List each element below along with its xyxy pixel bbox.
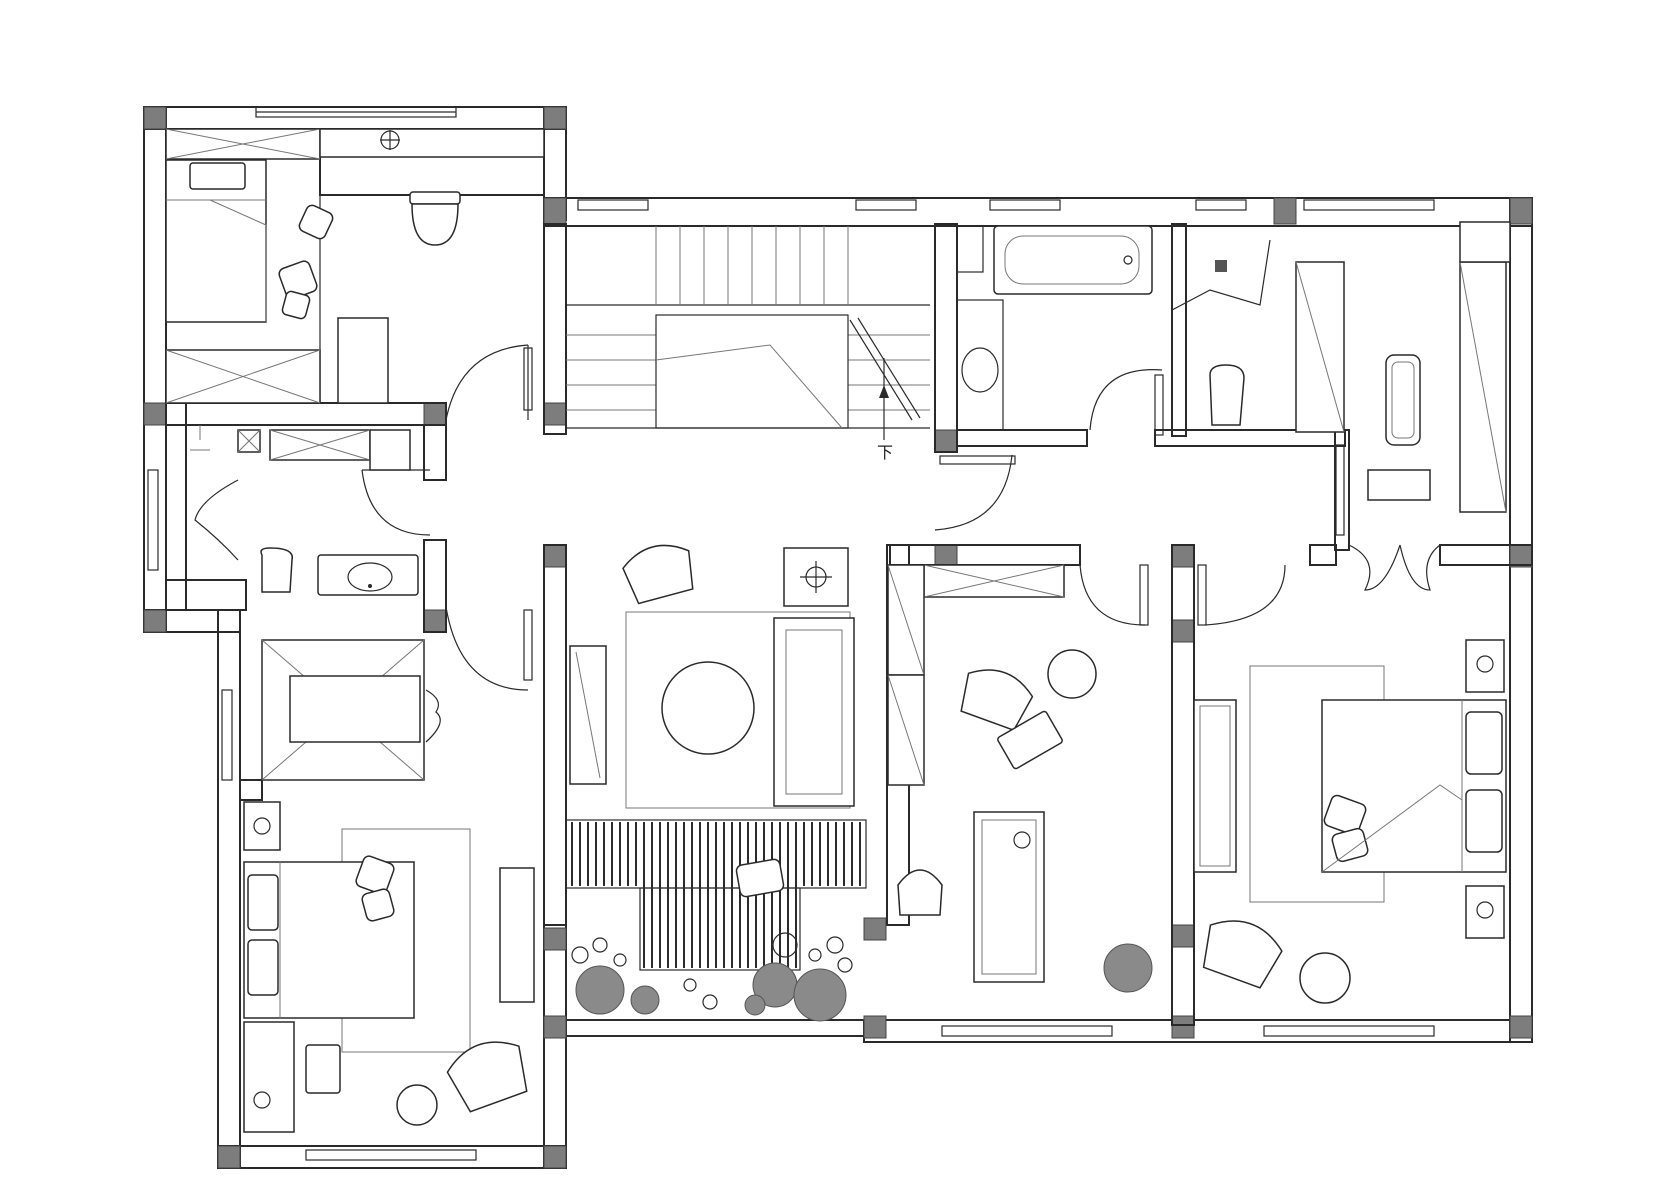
deck-slats [571,822,861,968]
top-left-bedroom [165,128,389,404]
master-bedroom [1193,639,1507,1004]
left-small-bathroom [190,425,419,596]
windows [147,106,1435,1161]
top-left-bathroom [319,128,545,246]
staircase: 下 [566,226,930,462]
study-room [887,564,1153,993]
bottom-left-bedroom [243,639,535,1133]
stair-direction-label: 下 [877,443,893,462]
right-bathroom [956,225,1271,431]
central-lounge [569,544,855,809]
garden-deck [565,819,867,1022]
doors [361,344,1441,691]
dressing-room [1295,221,1511,513]
